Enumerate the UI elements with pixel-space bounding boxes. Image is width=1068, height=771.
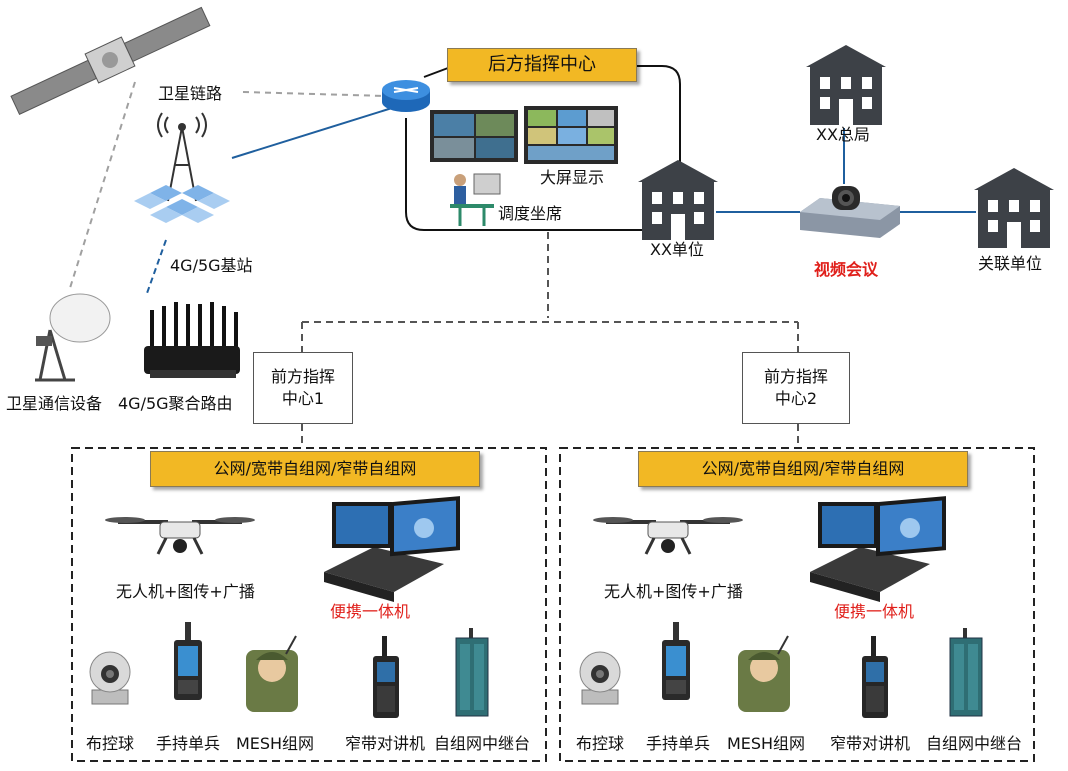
portable-unit-icon-2 [810,496,946,602]
device-label-1-3: 窄带对讲机 [344,734,426,753]
command-center-title-text: 后方指挥中心 [488,54,596,75]
handheld-icon-2 [662,622,690,700]
related-unit-building-icon [974,168,1054,248]
aggregation-router-icon [144,302,240,378]
repeater-icon-2 [949,627,983,717]
satellite-device-label: 卫星通信设备 [6,394,103,413]
front-center-2-line1: 前方指挥 [763,367,828,386]
portable-label-1: 便携一体机 [330,602,411,621]
device-label-1-1: 手持单兵 [155,734,221,753]
video-conference-label: 视频会议 [814,260,879,279]
front-center-1-box: 前方指挥 中心1 [253,352,353,424]
camera-ball-icon-2 [579,651,621,705]
satellite-link-label: 卫星链路 [158,84,223,103]
device-label-2-0: 布控球 [575,734,625,753]
mesh-icon-2 [737,635,791,713]
network-banner-2-text: 公网/宽带自组网/窄带自组网 [701,459,905,478]
network-banner-2: 公网/宽带自组网/窄带自组网 [638,451,968,487]
front-center-2-box: 前方指挥 中心2 [742,352,850,424]
video-conference-icon [800,186,900,238]
unit-building-icon [638,160,718,240]
related-unit-label: 关联单位 [978,254,1043,273]
device-label-1-4: 自组网中继台 [433,734,531,753]
repeater-icon-1 [455,627,489,717]
device-label-2-2: MESH组网 [726,734,806,753]
satellite-icon [10,6,211,116]
device-label-1-2: MESH组网 [235,734,315,753]
camera-ball-icon-1 [89,651,131,705]
drone-icon-1 [103,515,257,556]
device-label-2-4: 自组网中继台 [925,734,1023,753]
command-center-title: 后方指挥中心 [447,48,637,82]
front-center-1-line1: 前方指挥 [270,367,335,386]
dispatch-seat-icon [450,173,501,226]
base-station-icon [134,112,230,223]
device-label-1-0: 布控球 [85,734,135,753]
router-icon [382,80,430,112]
mesh-icon-1 [245,635,299,713]
big-screen-label: 大屏显示 [540,168,605,187]
base-station-link-line [231,107,393,159]
satellite-ground-line [69,81,136,289]
portable-label-2: 便携一体机 [834,602,915,621]
drone-icon-2 [591,515,745,556]
satellite-link-line [242,91,387,97]
satellite-dish-icon [35,293,111,382]
drone-label-1: 无人机+图传+广播 [116,582,255,601]
base-station-router-line [145,239,167,297]
hierarchy-lines [301,232,799,446]
hq-building-icon [806,45,886,125]
unit-label: XX单位 [650,240,704,259]
device-label-2-1: 手持单兵 [645,734,711,753]
network-banner-1: 公网/宽带自组网/窄带自组网 [150,451,480,487]
front-center-2-frame [559,447,1035,762]
front-center-2-line2: 中心2 [774,389,818,408]
radio-icon-2 [862,636,888,718]
handheld-icon-1 [174,622,202,700]
router-label: 4G/5G聚合路由 [118,394,233,413]
network-banner-1-text: 公网/宽带自组网/窄带自组网 [213,459,417,478]
hq-label: XX总局 [816,125,870,144]
base-station-label: 4G/5G基站 [170,256,253,275]
radio-icon-1 [373,636,399,718]
front-center-1-line2: 中心1 [281,389,325,408]
dispatch-seat-label: 调度坐席 [498,204,563,223]
portable-unit-icon-1 [324,496,460,602]
big-screen-icon [430,106,618,164]
drone-label-2: 无人机+图传+广播 [604,582,743,601]
device-label-2-3: 窄带对讲机 [829,734,911,753]
front-center-1-frame [71,447,547,762]
